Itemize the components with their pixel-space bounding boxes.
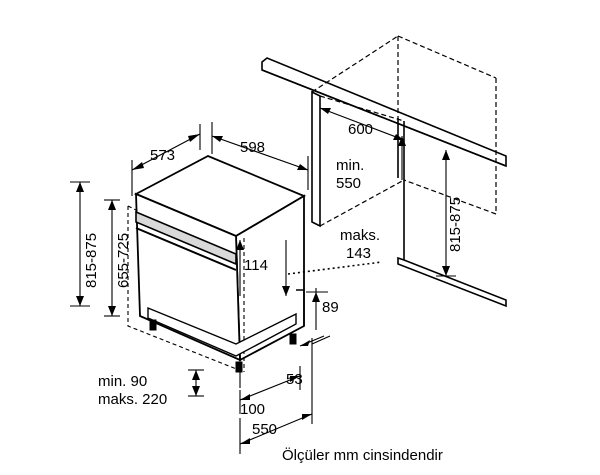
label-min: min. bbox=[336, 157, 364, 174]
arrowheads bbox=[76, 108, 450, 444]
label-550-bottom: 550 bbox=[252, 421, 277, 438]
cabinet-niche bbox=[261, 35, 507, 308]
dishwasher-base bbox=[147, 306, 297, 357]
label-573: 573 bbox=[150, 147, 175, 164]
label-53: 53 bbox=[286, 371, 303, 388]
label-114: 114 bbox=[244, 257, 268, 274]
plinth bbox=[397, 256, 507, 308]
control-panel bbox=[135, 210, 237, 266]
label-maks: maks. bbox=[340, 227, 380, 244]
countertop bbox=[261, 57, 507, 168]
foot bbox=[149, 319, 157, 331]
label-550-top: 550 bbox=[336, 175, 361, 192]
label-min90: min. 90 bbox=[98, 373, 147, 390]
foot bbox=[235, 361, 243, 373]
dishwasher bbox=[127, 155, 307, 373]
niche-side-panel bbox=[311, 90, 321, 228]
label-655-725: 655-725 bbox=[115, 233, 132, 288]
label-143: 143 bbox=[346, 245, 371, 262]
dimension-labels: 573 598 600 min. 550 maks. 143 114 89 53… bbox=[83, 121, 464, 438]
label-598: 598 bbox=[240, 139, 265, 156]
label-maks220: maks. 220 bbox=[98, 391, 167, 408]
foot bbox=[289, 333, 297, 345]
label-89: 89 bbox=[322, 299, 339, 316]
label-600: 600 bbox=[348, 121, 373, 138]
label-815-875-left: 815-875 bbox=[83, 233, 100, 288]
label-100: 100 bbox=[240, 401, 265, 418]
caption: Ölçüler mm cinsindendir bbox=[282, 446, 443, 464]
label-815-875-right: 815-875 bbox=[447, 197, 464, 252]
